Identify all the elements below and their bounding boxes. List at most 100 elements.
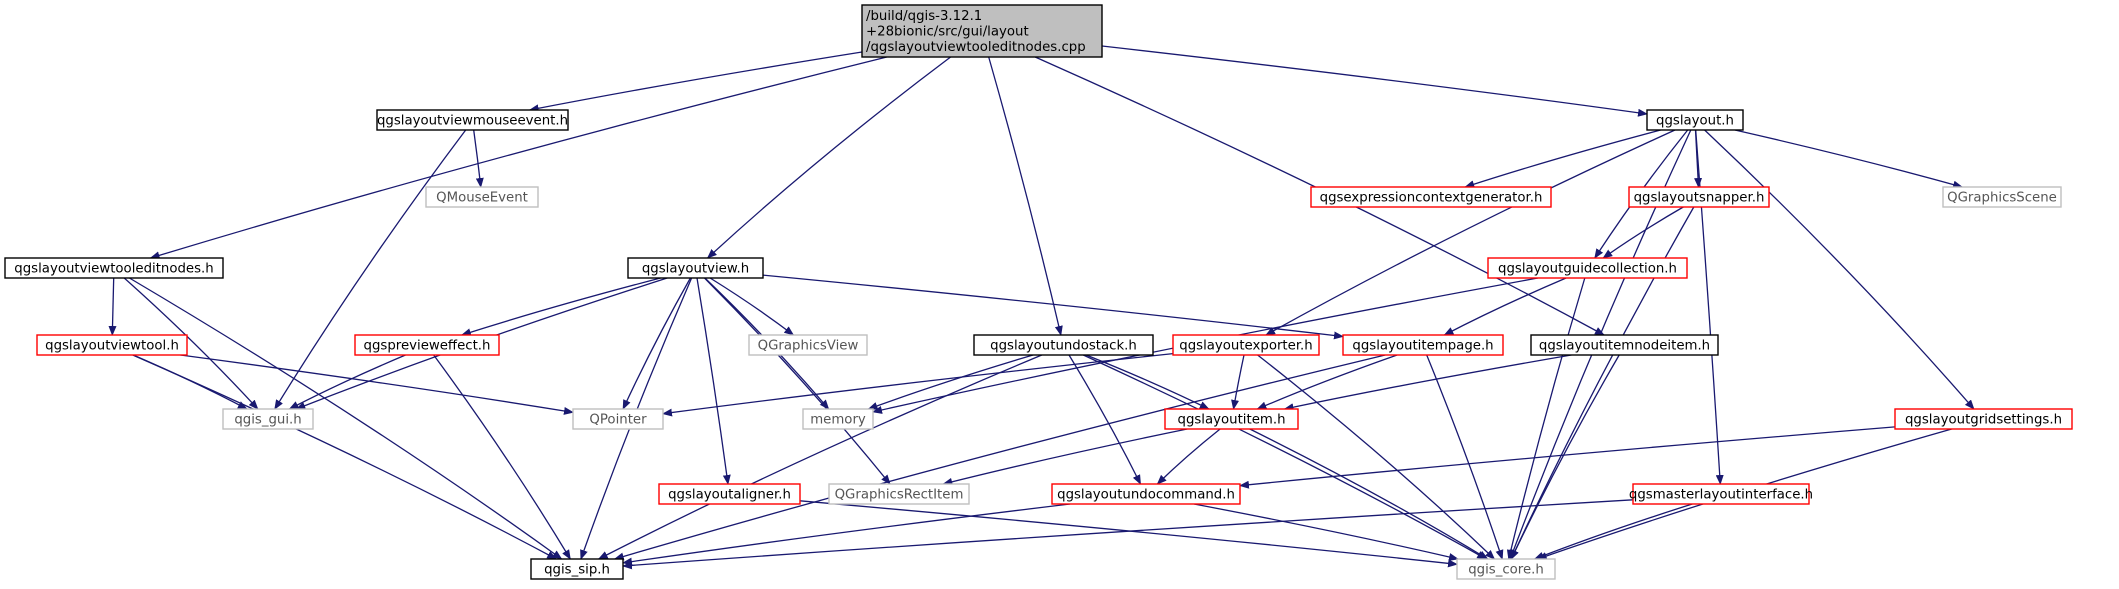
node-tooleditnodes-label: qgslayoutviewtooleditnodes.h <box>14 262 213 277</box>
node-tooleditnodes-box <box>4 257 224 279</box>
node-itempage-box <box>1342 334 1504 356</box>
node-itempage[interactable]: qgslayoutitempage.h <box>1342 334 1504 356</box>
node-gridsettings[interactable]: qgslayoutgridsettings.h <box>1894 408 2073 430</box>
node-memory[interactable]: memory <box>802 408 874 430</box>
node-root-box <box>861 4 1103 58</box>
edge-tooleditnodes-to-sip <box>129 277 563 560</box>
node-sip-box <box>530 558 624 580</box>
node-undostack[interactable]: qgslayoutundostack.h <box>973 334 1154 356</box>
edge-undostack-to-sip <box>597 354 1043 560</box>
edge-viewtool-to-sip <box>132 354 558 560</box>
node-qpointer[interactable]: QPointer <box>572 408 664 430</box>
node-guide-label: qgslayoutguidecollection.h <box>1498 262 1677 277</box>
edge-itempage-to-sip <box>613 354 1386 561</box>
node-core[interactable]: qgis_core.h <box>1456 558 1556 580</box>
node-qgraphicsrectitem[interactable]: QGraphicsRectItem <box>828 483 970 505</box>
node-undocommand-box <box>1051 483 1241 505</box>
edge-undostack-to-memory <box>867 354 1034 410</box>
edge-root-to-view <box>706 56 951 259</box>
node-item-box <box>1164 408 1299 430</box>
edge-exporter-to-item <box>1231 354 1245 410</box>
node-item-label: qgslayoutitem.h <box>1178 413 1286 428</box>
node-viewtool[interactable]: qgslayoutviewtool.h <box>36 334 188 356</box>
node-root-label: /build/qgis-3.12.1 <box>866 9 982 24</box>
node-view[interactable]: qgslayoutview.h <box>627 257 764 279</box>
node-qmouseevent-box <box>425 186 539 208</box>
node-qpointer-label: QPointer <box>589 413 647 428</box>
node-qpointer-box <box>572 408 664 430</box>
node-master[interactable]: qgsmasterlayoutinterface.h <box>1629 483 1813 505</box>
node-exprctx-box <box>1310 186 1552 208</box>
edge-view-to-qpointer <box>622 277 691 410</box>
edge-tooleditnodes-to-gui <box>123 277 259 410</box>
node-layout-box <box>1646 109 1744 131</box>
node-sip-label: qgis_sip.h <box>544 563 610 578</box>
edge-itempage-to-item <box>1256 354 1398 410</box>
node-item[interactable]: qgslayoutitem.h <box>1164 408 1299 430</box>
node-itempage-label: qgslayoutitempage.h <box>1352 339 1493 354</box>
node-undocommand[interactable]: qgslayoutundocommand.h <box>1051 483 1241 505</box>
node-gui[interactable]: qgis_gui.h <box>222 408 314 430</box>
edge-view-to-qgraphicsview <box>709 277 795 336</box>
edge-root-to-tooleditnodes <box>149 56 887 260</box>
node-tooleditnodes[interactable]: qgslayoutviewtooleditnodes.h <box>4 257 224 279</box>
node-gridsettings-box <box>1894 408 2073 430</box>
node-undocommand-label: qgslayoutundocommand.h <box>1057 488 1235 503</box>
node-gui-label: qgis_gui.h <box>234 413 301 428</box>
node-preview-label: qgsprevieweffect.h <box>364 339 491 354</box>
edge-mouseevent-to-gui <box>274 129 467 410</box>
edge-preview-to-sip <box>433 354 571 560</box>
edge-root-to-layout <box>1101 45 1648 117</box>
edge-undostack-to-core <box>1083 354 1488 560</box>
node-guide[interactable]: qgslayoutguidecollection.h <box>1487 257 1688 279</box>
node-exporter-label: qgslayoutexporter.h <box>1179 339 1312 354</box>
node-itemnodeitem-label: qgslayoutitemnodeitem.h <box>1539 339 1710 354</box>
edge-guide-to-core <box>1506 277 1586 560</box>
edge-itemnodeitem-to-core <box>1510 354 1620 560</box>
node-viewtool-box <box>36 334 188 356</box>
node-qgraphicsscene[interactable]: QGraphicsScene <box>1942 186 2062 208</box>
edge-master-to-core <box>1533 503 1693 560</box>
edge-itemnodeitem-to-item <box>1283 354 1572 412</box>
edge-view-to-qgraphicsrectitem <box>704 277 891 485</box>
node-undostack-label: qgslayoutundostack.h <box>990 339 1137 354</box>
node-itemnodeitem-box <box>1530 334 1719 356</box>
edge-layout-to-exporter <box>1265 129 1676 336</box>
edge-item-to-qgraphicsrectitem <box>942 428 1188 486</box>
node-qgraphicsview-label: QGraphicsView <box>758 339 859 354</box>
node-snapper[interactable]: qgslayoutsnapper.h <box>1628 186 1770 208</box>
edge-layout-to-master <box>1695 129 1724 485</box>
node-mouseevent-box <box>376 109 569 131</box>
edge-item-to-core <box>1249 428 1489 560</box>
node-sip[interactable]: qgis_sip.h <box>530 558 624 580</box>
node-aligner[interactable]: qgslayoutaligner.h <box>658 483 801 505</box>
node-mouseevent-label: qgslayoutviewmouseevent.h <box>377 114 568 129</box>
node-qmouseevent[interactable]: QMouseEvent <box>425 186 539 208</box>
edge-aligner-to-core <box>799 500 1458 568</box>
edge-view-to-itempage <box>762 274 1344 340</box>
node-gui-box <box>222 408 314 430</box>
edge-tooleditnodes-to-viewtool <box>108 277 117 336</box>
node-preview[interactable]: qgsprevieweffect.h <box>354 334 500 356</box>
node-guide-box <box>1487 257 1688 279</box>
node-itemnodeitem[interactable]: qgslayoutitemnodeitem.h <box>1530 334 1719 356</box>
node-qgraphicsscene-box <box>1942 186 2062 208</box>
edge-layout-to-gridsettings <box>1704 129 1975 410</box>
edge-viewtool-to-qpointer <box>180 354 574 415</box>
edge-guide-to-itempage <box>1443 277 1567 336</box>
node-exporter[interactable]: qgslayoutexporter.h <box>1172 334 1320 356</box>
node-preview-box <box>354 334 500 356</box>
node-memory-box <box>802 408 874 430</box>
node-qgraphicsview-box <box>748 334 868 356</box>
node-layout[interactable]: qgslayout.h <box>1646 109 1744 131</box>
edge-exporter-to-qpointer <box>662 352 1174 417</box>
node-snapper-box <box>1628 186 1770 208</box>
node-aligner-label: qgslayoutaligner.h <box>668 488 791 503</box>
node-root[interactable]: /build/qgis-3.12.1+28bionic/src/gui/layo… <box>861 4 1103 58</box>
edge-master-to-sip <box>622 499 1634 570</box>
node-exprctx[interactable]: qgsexpressioncontextgenerator.h <box>1310 186 1552 208</box>
node-mouseevent[interactable]: qgslayoutviewmouseevent.h <box>376 109 569 131</box>
edge-view-to-preview <box>460 277 661 337</box>
node-snapper-label: qgslayoutsnapper.h <box>1634 191 1765 206</box>
node-qgraphicsview[interactable]: QGraphicsView <box>748 334 868 356</box>
